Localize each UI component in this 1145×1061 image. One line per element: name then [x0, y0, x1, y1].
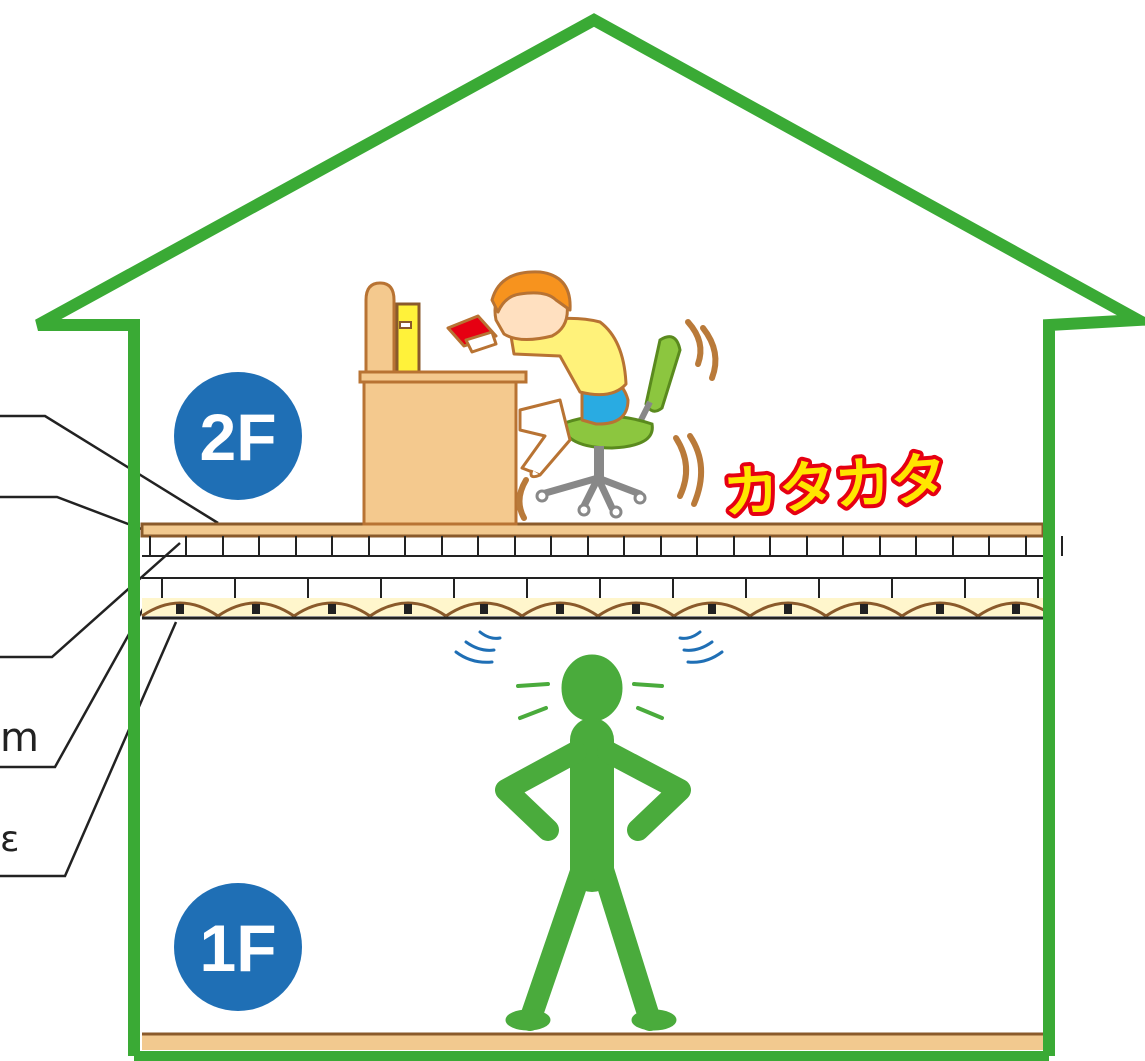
insulation-scallop: [749, 601, 827, 618]
insulation-scallop: [673, 601, 751, 618]
ceiling-clip: [252, 604, 260, 614]
insulation-scallop: [521, 601, 599, 618]
ceiling-clip: [480, 604, 488, 614]
insulation-scallop: [825, 601, 903, 618]
callout-lines: [0, 414, 219, 878]
floor-badge-1f-text: 1F: [199, 911, 276, 985]
ceiling-clip: [556, 604, 564, 614]
insulation-scallop: [217, 601, 295, 618]
floor-badge-1f: 1F: [174, 883, 302, 1011]
noise-lines: [454, 630, 724, 720]
sound-effect-label: カタカタ: [721, 446, 949, 526]
ceiling-clip: [328, 604, 336, 614]
sound-effect-text: カタカタ: [717, 442, 953, 530]
callout-label-fragment-1: m: [0, 715, 39, 761]
insulation-scallop: [141, 601, 219, 618]
floorboard-2f: [140, 522, 1045, 538]
callout-line-4: [0, 599, 150, 769]
ceiling-clip: [936, 604, 944, 614]
vibration-arcs: [516, 319, 719, 521]
desk-icon: [358, 281, 528, 526]
ceiling-clips: [176, 604, 1020, 614]
chair-icon: [535, 335, 682, 519]
standing-person-icon: [495, 654, 691, 1031]
insulation-scallop: [293, 601, 371, 618]
callout-line-2: [0, 495, 153, 535]
joist-posts: [149, 536, 1063, 598]
ceiling-clip: [1012, 604, 1020, 614]
floor-badge-2f: 2F: [174, 372, 302, 500]
ceiling-clip: [784, 604, 792, 614]
ceiling-clip: [860, 604, 868, 614]
house-outline: [35, 13, 1145, 1056]
ceiling-clip: [404, 604, 412, 614]
insulation-scallop: [597, 601, 675, 618]
child-icon: [446, 270, 630, 479]
insulation-scallop: [901, 601, 979, 618]
insulation-scallop: [369, 601, 447, 618]
floor-badge-2f-text: 2F: [199, 400, 276, 474]
ceiling-clip: [176, 604, 184, 614]
callout-line-1: [0, 414, 219, 525]
ceiling-clip: [708, 604, 716, 614]
ceiling-clip: [632, 604, 640, 614]
ground-floor-board: [142, 1034, 1043, 1050]
insulation-scallop: [445, 601, 523, 618]
floor-structure: [140, 522, 1063, 620]
callout-label-fragment-2: ε: [0, 819, 20, 860]
